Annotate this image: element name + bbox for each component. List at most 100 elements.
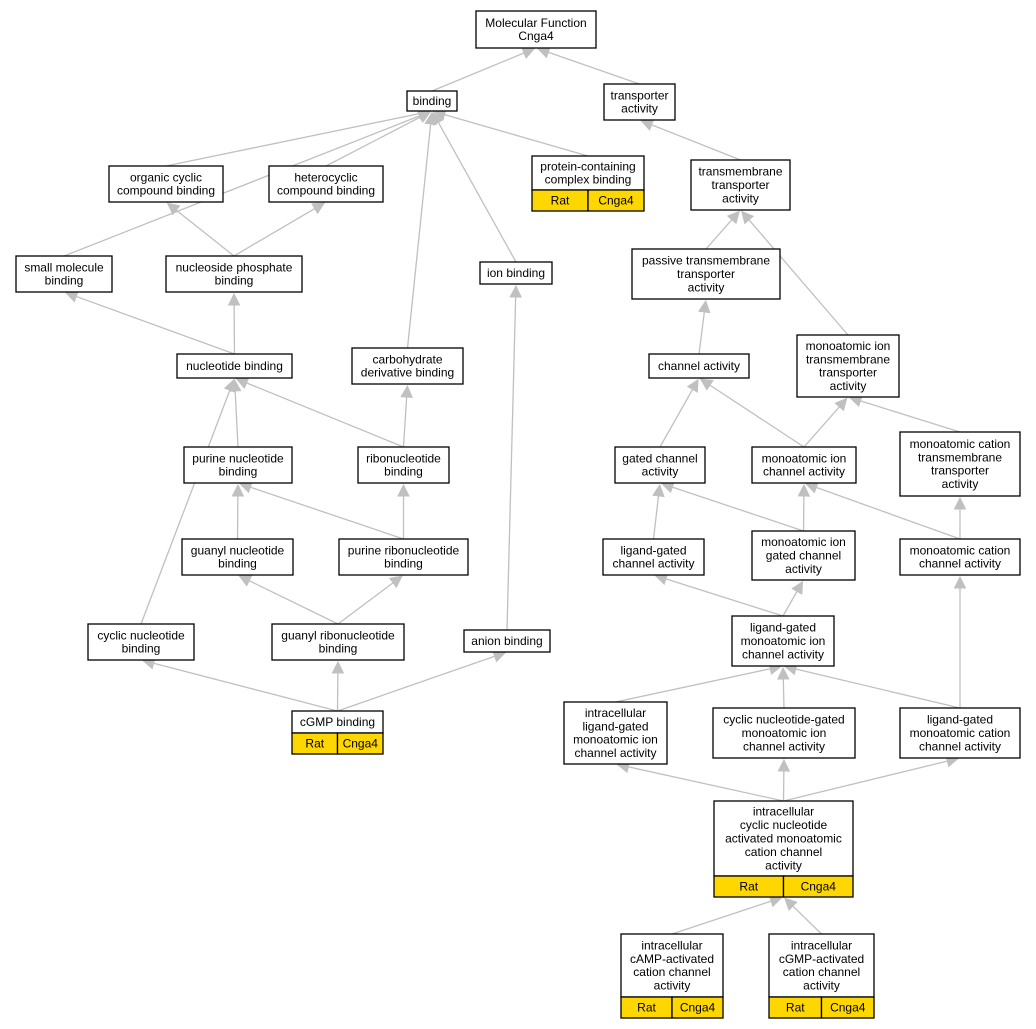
- term-node-nucleotide[interactable]: nucleotide binding: [176, 353, 293, 379]
- gene-label: Cnga4: [343, 737, 379, 751]
- term-box: [338, 538, 469, 576]
- term-label-line: channel activity: [919, 739, 1001, 753]
- edge-nucleotide-to-small_molecule: [64, 290, 235, 355]
- edge-line: [782, 590, 798, 617]
- term-box: [713, 800, 854, 877]
- term-label-line: cyclic nucleotide-gated: [723, 713, 844, 727]
- term-box: [183, 446, 293, 484]
- term-label-line: carbohydrate: [372, 352, 442, 366]
- edge-organic_cyclic-to-binding: [165, 107, 432, 167]
- term-label-line: ion binding: [487, 266, 545, 280]
- edge-heterocyclic-to-binding: [325, 111, 432, 167]
- edge-channel-to-passive_tm: [698, 299, 711, 355]
- term-label-line: guanyl nucleotide: [191, 543, 285, 557]
- edge-line: [506, 296, 517, 631]
- term-box: [796, 334, 900, 398]
- term-label-line: intracellular: [753, 805, 814, 819]
- edge-line: [250, 486, 404, 540]
- term-label-line: monoatomic ion: [741, 634, 826, 648]
- term-node-anion[interactable]: anion binding: [463, 629, 551, 653]
- edge-gated_channel-to-channel: [659, 378, 699, 448]
- term-box: [731, 615, 835, 667]
- term-box: [768, 933, 875, 998]
- edge-line: [246, 382, 404, 448]
- edge-transporter-to-mf: [536, 46, 640, 85]
- term-node-binding[interactable]: binding: [406, 90, 458, 112]
- term-node-channel[interactable]: channel activity: [648, 353, 750, 379]
- edge-line: [748, 219, 849, 336]
- term-box: [751, 446, 857, 484]
- term-label-line: purine ribonucleotide: [348, 543, 460, 557]
- edge-camp-to-intra_cn_cation: [671, 895, 783, 935]
- edge-line: [325, 116, 421, 167]
- term-box: [899, 707, 1021, 759]
- edge-line: [233, 208, 316, 257]
- term-label-line: binding: [319, 642, 358, 656]
- edge-line: [444, 113, 589, 157]
- term-label-line: transporter: [711, 178, 769, 192]
- edge-ribonucleotide-to-nucleotide: [235, 377, 404, 448]
- term-label-line: monoatomic ion: [762, 451, 847, 465]
- term-label-line: ligand-gated: [620, 543, 686, 557]
- term-label-line: activity: [722, 191, 759, 205]
- edge-line: [402, 396, 408, 448]
- edge-line: [792, 905, 822, 935]
- term-label-line: nucleoside phosphate: [176, 260, 293, 274]
- term-label-line: activity: [785, 562, 822, 576]
- term-label-line: activity: [654, 979, 691, 993]
- edge-line: [548, 51, 640, 85]
- term-label-line: ligand-gated: [927, 713, 993, 727]
- edge-line: [709, 384, 805, 448]
- term-label-line: transporter: [931, 464, 989, 478]
- term-node-ion-tm[interactable]: monoatomic iontransmembranetransporterac…: [796, 334, 900, 398]
- edge-tm_transporter-to-transporter: [640, 119, 741, 161]
- edge-line: [337, 655, 495, 712]
- gene-cell: [671, 996, 724, 1019]
- edge-line: [782, 678, 785, 709]
- edge-line: [337, 582, 394, 625]
- edge-intra_cn_cation-to-cn_gated: [777, 758, 791, 802]
- edge-cation_tm-to-ion_tm: [848, 395, 961, 433]
- term-box: [463, 629, 551, 653]
- arrowhead-icon: [166, 202, 181, 216]
- edge-ribonucleotide-to-carbohydrate: [400, 384, 413, 448]
- term-label-line: monoatomic ion: [573, 733, 658, 747]
- term-label-line: activity: [642, 465, 679, 479]
- term-node-ion-binding[interactable]: ion binding: [479, 261, 553, 285]
- term-label-line: monoatomic ion: [806, 339, 891, 353]
- term-node-cation-tm[interactable]: monoatomic cationtransmembranetransporte…: [899, 431, 1021, 497]
- gene-label: Cnga4: [801, 880, 837, 894]
- edge-ion_gated-to-gated_channel: [660, 481, 804, 532]
- arrowhead-icon: [791, 580, 804, 595]
- edge-line: [860, 400, 961, 433]
